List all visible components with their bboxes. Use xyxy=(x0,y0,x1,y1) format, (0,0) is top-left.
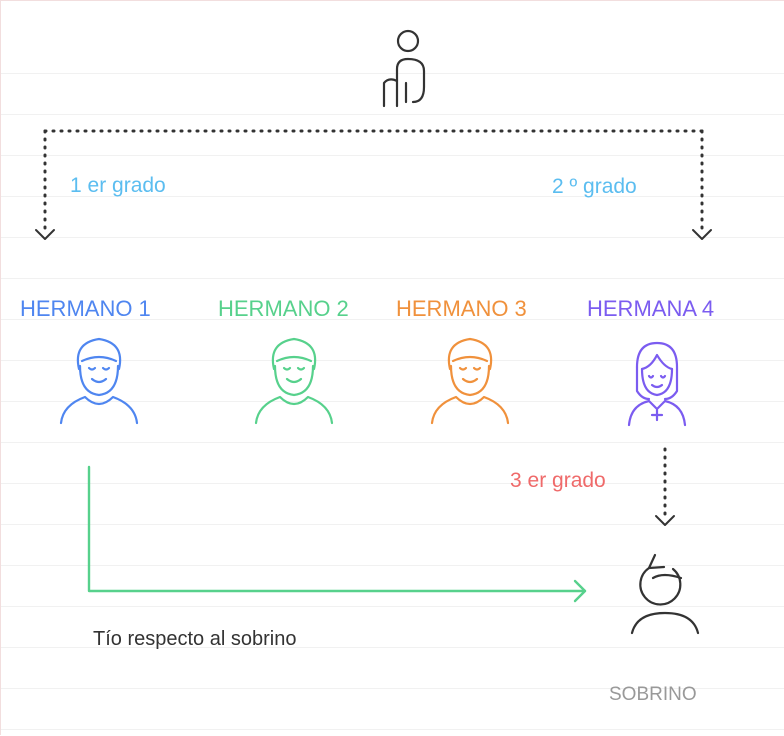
arrow-down-left xyxy=(35,229,55,240)
third-grade-label: 3 er grado xyxy=(510,469,606,492)
nephew-label: SOBRINO xyxy=(609,684,697,705)
boy-icon xyxy=(254,337,334,425)
arrow-down-right xyxy=(692,229,712,240)
boy-icon xyxy=(59,337,139,425)
ancestry-connector xyxy=(43,129,704,231)
arrow-down-nephew xyxy=(655,515,675,526)
nephew-icon xyxy=(630,553,700,635)
sibling-label-4: HERMANA 4 xyxy=(587,296,715,321)
boy-icon xyxy=(430,337,510,425)
second-grade-label: 2 º grado xyxy=(552,175,637,198)
girl-icon xyxy=(627,341,687,427)
first-grade-label: 1 er grado xyxy=(70,174,166,197)
sibling-label-3: HERMANO 3 xyxy=(396,296,527,321)
sibling-label-1: HERMANO 1 xyxy=(20,296,151,321)
uncle-arrow xyxy=(87,465,587,603)
uncle-caption: Tío respecto al sobrino xyxy=(93,628,297,650)
sibling-label-2: HERMANO 2 xyxy=(218,296,349,321)
ancestor-icon xyxy=(382,29,426,108)
